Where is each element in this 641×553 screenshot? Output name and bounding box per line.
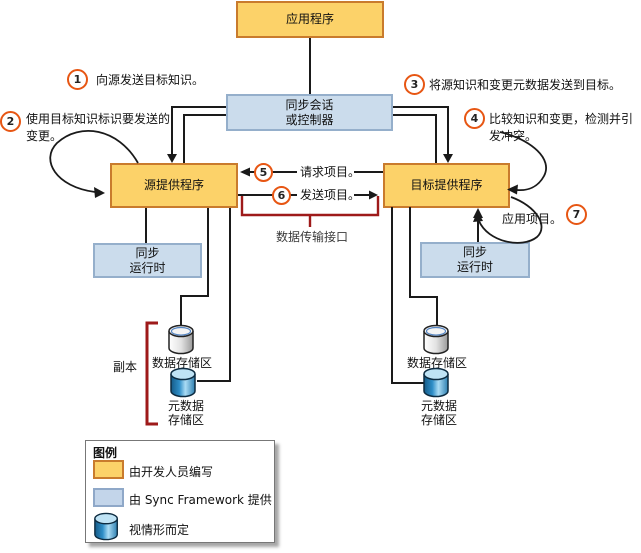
transfer-interface-label: 数据传输接口 — [276, 230, 349, 244]
step-1-note: 向源发送目标知识。 — [96, 73, 205, 87]
step-1-badge: 1 — [67, 69, 88, 90]
runtime-label-line2: 运行时 — [456, 260, 493, 274]
application-label: 应用程序 — [285, 12, 334, 26]
target-data-store-label: 数据存储区 — [406, 356, 467, 370]
step-2-badge: 2 — [0, 111, 21, 132]
arrowhead-left-icon — [507, 184, 518, 195]
step-5-badge: 5 — [254, 163, 273, 182]
session-label-line2: 或控制器 — [285, 112, 334, 127]
source-metadata-line — [197, 208, 231, 382]
apply-items-arc — [478, 196, 543, 244]
source-provider-label: 源提供程序 — [143, 178, 204, 192]
legend-developer-label: 由开发人员编写 — [129, 465, 214, 479]
arrowhead-down-icon — [443, 154, 453, 163]
legend-framework-label: 由 Sync Framework 提供 — [129, 493, 272, 507]
source-metadata-label-line2: 存储区 — [167, 413, 204, 427]
source-provider-box: 源提供程序 — [110, 163, 238, 208]
session-label-line1: 同步会话 — [285, 97, 334, 112]
session-box: 同步会话 或控制器 — [226, 94, 393, 131]
target-metadata-line — [391, 207, 424, 384]
target-datastore-line — [409, 207, 438, 327]
target-metadata-label-line2: 存储区 — [420, 413, 457, 427]
replica-label: 副本 — [113, 360, 138, 374]
step-6-badge: 6 — [272, 186, 291, 205]
source-datastore-line — [180, 208, 209, 327]
source-runtime-box: 同步 运行时 — [93, 243, 202, 278]
arrowhead-down-icon — [167, 154, 177, 163]
legend-database-icon — [94, 512, 118, 541]
source-data-store-label: 数据存储区 — [151, 356, 212, 370]
application-box: 应用程序 — [236, 1, 384, 38]
arrowhead-left-icon — [240, 167, 250, 177]
transfer-interface-bracket — [240, 196, 380, 227]
step-4-badge: 4 — [464, 108, 485, 129]
source-data-store-icon — [168, 324, 194, 355]
legend-title: 图例 — [93, 446, 118, 460]
legend-developer-swatch — [93, 460, 124, 479]
step-2-note: 使用目标知识标识要发送的变更。 — [26, 112, 171, 143]
step-7-badge: 7 — [566, 204, 587, 225]
request-items-label: 请求项目。 — [300, 165, 361, 179]
source-metadata-label-line1: 元数据 — [167, 399, 204, 413]
step-3-badge: 3 — [404, 74, 425, 95]
send-items-label: 发送项目。 — [300, 188, 361, 202]
target-provider-box: 目标提供程序 — [383, 163, 510, 208]
session-to-source-line — [171, 106, 226, 155]
legend-conditional-label: 视情形而定 — [129, 523, 190, 537]
runtime-label-line1: 同步 — [135, 245, 160, 260]
step-3-note: 将源知识和变更元数据发送到目标。 — [429, 78, 622, 92]
source-metadata-store-icon — [170, 367, 196, 398]
arrowhead-right-icon — [369, 190, 378, 200]
target-to-session-line — [393, 114, 437, 163]
source-to-session-line — [183, 114, 226, 163]
replica-bracket — [145, 321, 158, 426]
legend-framework-swatch — [93, 488, 124, 507]
identify-changes-arc — [49, 129, 139, 193]
target-provider-label: 目标提供程序 — [410, 178, 483, 192]
target-runtime-box: 同步 运行时 — [420, 242, 530, 278]
detect-conflicts-arc — [499, 131, 547, 192]
runtime-label-line1: 同步 — [462, 245, 487, 259]
apply-items-label: 应用项目。 — [502, 212, 563, 226]
runtime-label-line2: 运行时 — [129, 260, 166, 275]
legend: 图例 由开发人员编写 由 Sync Framework 提供 视情形而定 — [85, 440, 275, 543]
session-to-target-line — [393, 106, 449, 155]
target-data-store-icon — [423, 324, 449, 355]
arrowhead-up-icon — [473, 211, 483, 222]
arrowhead-right-icon — [94, 187, 105, 198]
target-metadata-label-line1: 元数据 — [420, 399, 457, 413]
target-metadata-store-icon — [423, 367, 449, 398]
